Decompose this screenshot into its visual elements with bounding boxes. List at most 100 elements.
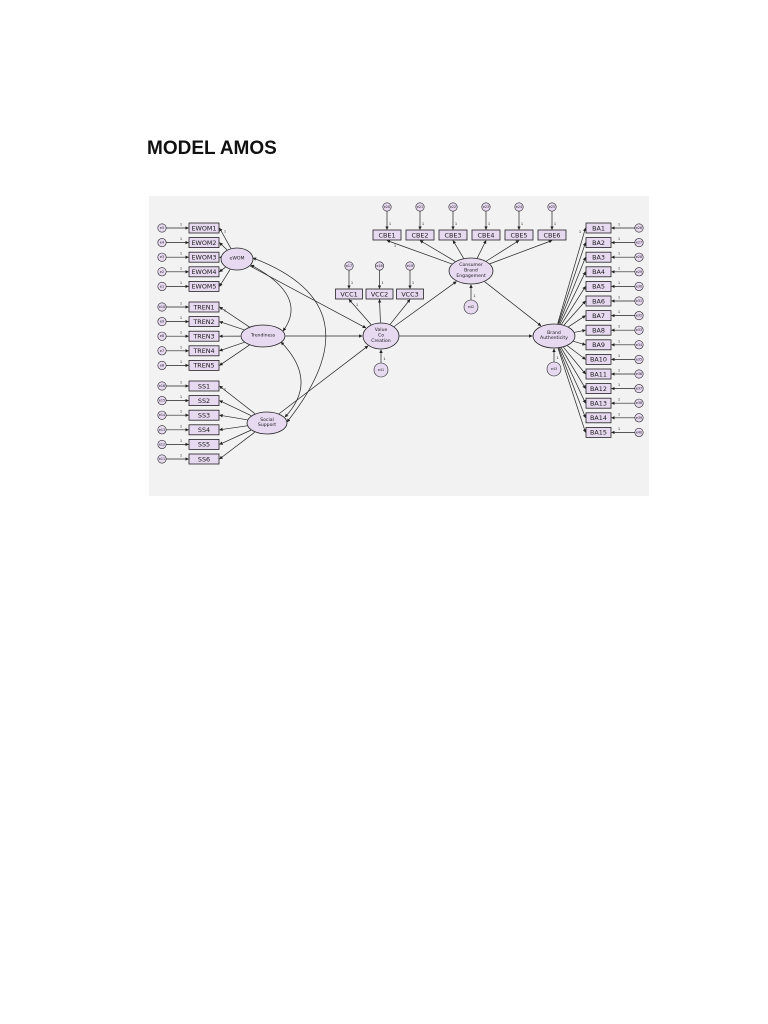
error-label-e39: e39 [636, 416, 642, 420]
fixed-weight-label: 1 [180, 381, 182, 385]
fixed-weight-label: 1 [351, 281, 353, 285]
loading-arrow-ss2 [219, 400, 252, 416]
indicator-label-ba11: BA11 [590, 370, 607, 378]
loading-arrow-tren5 [219, 344, 250, 366]
error-label-e23: e23 [483, 205, 489, 209]
loading-arrow-ba10 [567, 345, 586, 360]
loading-arrow-ba11 [563, 346, 586, 375]
fixed-weight-label: 1 [180, 237, 182, 241]
loading-arrow-ba12 [560, 347, 586, 389]
fixed-weight-label: 1 [455, 222, 457, 226]
path-ss-to-vcc [278, 345, 369, 415]
fixed-weight-label: 1 [180, 424, 182, 428]
fixed-weight-label: 1 [180, 252, 182, 256]
indicator-label-ba6: BA6 [592, 297, 605, 305]
error-label-e12: e12 [159, 442, 165, 446]
loading-arrow-cbe6 [489, 239, 553, 265]
loading-arrow-ewom1 [219, 227, 232, 249]
fixed-weight-label: 1 [618, 339, 620, 343]
indicator-box-vcc3 [396, 288, 424, 300]
indicator-label-cbe4: CBE4 [478, 231, 495, 239]
loading-arrow-ss1 [219, 385, 256, 415]
loading-arrow-ba5 [561, 286, 586, 325]
disturbance-e41 [373, 362, 389, 378]
indicator-box-ewom3 [188, 251, 220, 263]
indicator-box-ewom4 [188, 266, 220, 278]
loading-arrow-ss5 [219, 429, 252, 445]
indicator-label-ba7: BA7 [592, 312, 605, 320]
error-label-e25: e25 [549, 205, 555, 209]
indicator-label-cbe3: CBE3 [445, 231, 462, 239]
error-term-e25 [547, 202, 557, 212]
indicator-label-cbe5: CBE5 [511, 231, 528, 239]
indicator-label-ewom1: EWOM1 [192, 224, 217, 232]
indicator-box-ba4 [585, 266, 612, 278]
error-label-e3: e3 [160, 255, 164, 259]
indicator-box-ba6 [585, 295, 612, 307]
error-term-e31 [634, 296, 644, 306]
latent-label-ss: Social [260, 417, 274, 423]
loading-arrow-ewom4 [219, 266, 226, 273]
fixed-weight-label: 1 [180, 266, 182, 270]
fixed-weight-label: 1 [180, 395, 182, 399]
fixed-weight-label: 1 [618, 237, 620, 241]
latent-label-tren: Trendiness [250, 333, 276, 339]
fixed-weight-label: 1 [521, 222, 523, 226]
indicator-label-ba3: BA3 [592, 254, 605, 262]
error-label-e26: e26 [636, 226, 642, 230]
loading-arrow-ba9 [573, 340, 586, 346]
indicator-label-tren5: TREN5 [192, 362, 214, 370]
error-term-e7 [157, 346, 167, 356]
loading-arrow-vcc1 [348, 299, 372, 325]
indicator-box-tren3 [188, 330, 220, 342]
loading-arrow-ba3 [558, 256, 586, 324]
error-term-e1 [157, 281, 167, 291]
error-label-e8: e8 [160, 334, 164, 338]
page-title: MODEL AMOS [147, 138, 277, 159]
covariance-ewom-tren [250, 264, 292, 332]
indicator-label-ba14: BA14 [590, 414, 607, 422]
indicator-box-ba5 [585, 281, 612, 292]
indicator-label-ba5: BA5 [592, 283, 605, 291]
error-term-e19 [405, 261, 415, 271]
error-label-e40: e40 [636, 430, 642, 434]
disturbance-label-e42: e42 [468, 305, 474, 309]
error-term-e15 [157, 396, 167, 406]
covariance-tren-ss [280, 341, 302, 418]
indicator-box-cbe3 [438, 229, 468, 241]
indicator-box-cbe4 [471, 229, 501, 241]
error-term-e13 [157, 425, 167, 435]
indicator-box-ba9 [585, 339, 612, 351]
indicator-label-tren3: TREN3 [192, 333, 214, 341]
fixed-weight-label: 1 [618, 369, 620, 373]
indicator-box-tren4 [188, 345, 220, 357]
loading-arrow-cbe3 [452, 240, 464, 259]
error-label-e11: e11 [159, 457, 165, 461]
indicator-box-ba7 [585, 310, 612, 321]
indicator-label-vcc3: VCC3 [401, 290, 418, 298]
loading-arrow-tren1 [219, 306, 250, 328]
indicator-label-ss3: SS3 [198, 412, 210, 420]
error-term-e20 [382, 202, 392, 212]
indicator-label-ba13: BA13 [590, 400, 607, 408]
latent-ba [532, 323, 576, 349]
error-label-e13: e13 [159, 428, 165, 432]
loading-arrow-ba1 [557, 227, 587, 324]
loading-arrow-vcc2 [377, 299, 382, 323]
loading-arrow-ss3 [219, 413, 248, 421]
error-label-e34: e34 [636, 343, 642, 347]
fixed-weight-label: 1 [488, 222, 490, 226]
fixed-weight-label: 1 [618, 296, 620, 300]
indicator-label-ewom5: EWOM5 [192, 283, 217, 291]
indicator-box-ba10 [585, 353, 612, 365]
indicator-label-ewom4: EWOM4 [192, 268, 217, 276]
error-term-e27 [634, 238, 644, 248]
latent-label-cbe: Brand [464, 268, 478, 274]
fixed-weight-label: 1 [180, 281, 182, 285]
error-label-e20: e20 [384, 205, 390, 209]
error-label-e27: e27 [636, 241, 642, 245]
error-label-e29: e29 [636, 270, 642, 274]
error-term-e37 [634, 384, 644, 394]
